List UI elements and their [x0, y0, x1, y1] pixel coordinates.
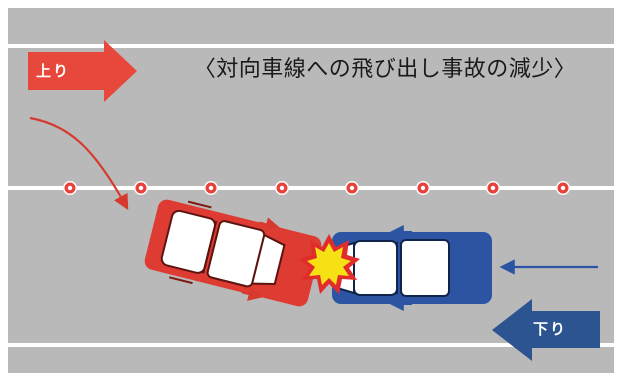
road-stud-icon	[204, 181, 218, 195]
road-stud-icon	[486, 181, 500, 195]
center-markers	[63, 181, 570, 195]
road-stud-icon	[416, 181, 430, 195]
road-stud-icon	[275, 181, 289, 195]
red-car-trajectory	[29, 116, 129, 211]
road-stud-icon	[556, 181, 570, 195]
up-direction-label: 上り	[35, 62, 70, 80]
blue-car-icon	[332, 225, 492, 311]
impact-star-icon	[299, 234, 360, 294]
up-direction-arrow	[28, 40, 137, 102]
down-direction-label: 下り	[532, 320, 567, 338]
road-stud-icon	[63, 181, 77, 195]
road-stud-icon	[345, 181, 359, 195]
down-direction-arrow	[492, 299, 600, 361]
red-car-icon	[144, 199, 322, 307]
road-stud-icon	[134, 181, 148, 195]
diagram-title: 〈対向車線への飛び出し事故の減少〉	[193, 57, 577, 82]
